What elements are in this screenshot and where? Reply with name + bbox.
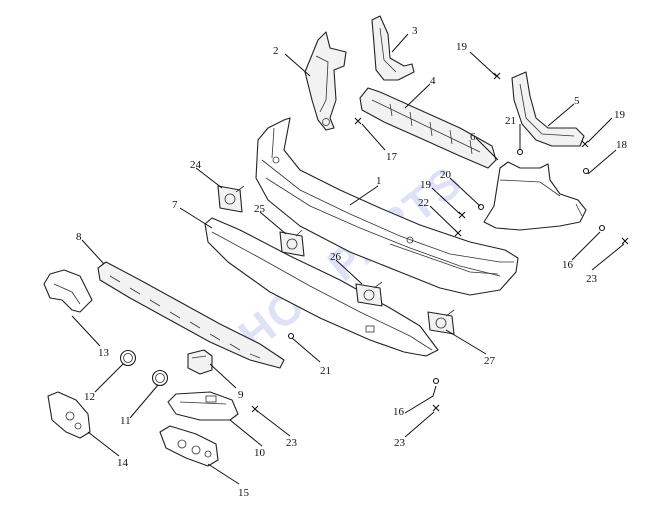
callout-label: 10 <box>254 447 266 459</box>
fastener-cross <box>432 404 440 412</box>
callout-label: 3 <box>412 25 418 37</box>
callout-label: 23 <box>286 437 298 449</box>
callout-label: 19 <box>456 41 468 53</box>
callout-label: 16 <box>393 406 405 418</box>
fastener-clip <box>516 148 524 156</box>
callout-label: 11 <box>120 415 131 427</box>
part-27-sensor-holder <box>427 309 455 335</box>
callout-label: 12 <box>84 391 95 403</box>
part-24-sensor-holder <box>217 185 245 213</box>
fastener-clip <box>598 224 606 232</box>
callout-label: 21 <box>320 365 331 377</box>
leader-lines <box>71 33 625 485</box>
callout-label: 26 <box>330 251 342 263</box>
part-12-round-plug <box>119 349 137 367</box>
fasteners <box>251 72 629 413</box>
callout-label: 2 <box>273 45 279 57</box>
callout-label: 20 <box>440 169 452 181</box>
fastener-cross <box>621 237 629 245</box>
callout-label: 5 <box>574 95 580 107</box>
callout-label: 4 <box>430 75 436 87</box>
callout-label: 23 <box>586 273 598 285</box>
part-11-round-plug <box>151 369 169 387</box>
fastener-cross <box>581 140 589 148</box>
fastener-clip <box>582 167 590 175</box>
callout-label: 23 <box>394 437 406 449</box>
callout-label: 24 <box>190 159 202 171</box>
part-1-bumper-cover <box>255 117 519 296</box>
part-5-bracket-right <box>511 71 585 147</box>
part-7-lower-valance <box>204 217 439 357</box>
fastener-cross <box>493 72 501 80</box>
fastener-cross <box>354 117 362 125</box>
part-10-lamp-housing <box>167 391 239 421</box>
fastener-cross <box>458 211 466 219</box>
part-25-sensor-holder <box>279 229 305 257</box>
fastener-clip <box>287 332 295 340</box>
callout-label: 9 <box>238 389 244 401</box>
fastener-clip <box>432 377 440 385</box>
part-26-sensor-holder <box>355 281 383 307</box>
part-3-bracket-upper <box>371 15 415 81</box>
callout-label: 13 <box>98 347 110 359</box>
part-6-side-bracket <box>483 161 587 231</box>
callout-label: 17 <box>386 151 398 163</box>
part-15-lower-bracket <box>159 425 219 467</box>
callout-label: 25 <box>254 203 266 215</box>
part-8-diffuser-strip <box>97 261 285 369</box>
callout-label: 15 <box>238 487 250 499</box>
callout-label: 18 <box>616 139 628 151</box>
part-14-lower-bracket-left <box>47 391 91 439</box>
callout-label: 27 <box>484 355 496 367</box>
callout-label: 1 <box>376 175 382 187</box>
part-2-bracket-left <box>304 31 347 131</box>
callout-label: 6 <box>470 131 476 143</box>
callout-label: 19 <box>614 109 626 121</box>
callout-labels: 1 2 3 4 5 6 7 8 9 10 11 12 13 14 15 16 1… <box>76 25 628 499</box>
callout-label: 8 <box>76 231 82 243</box>
callout-label: 16 <box>562 259 574 271</box>
callout-label: 7 <box>172 199 178 211</box>
callout-label: 14 <box>117 457 129 469</box>
part-13-left-cover <box>43 269 93 313</box>
callout-label: 21 <box>505 115 516 127</box>
callout-label: 19 <box>420 179 432 191</box>
part-4-energy-absorber <box>359 87 497 169</box>
callout-label: 22 <box>418 197 429 209</box>
part-9-small-block <box>187 349 213 375</box>
